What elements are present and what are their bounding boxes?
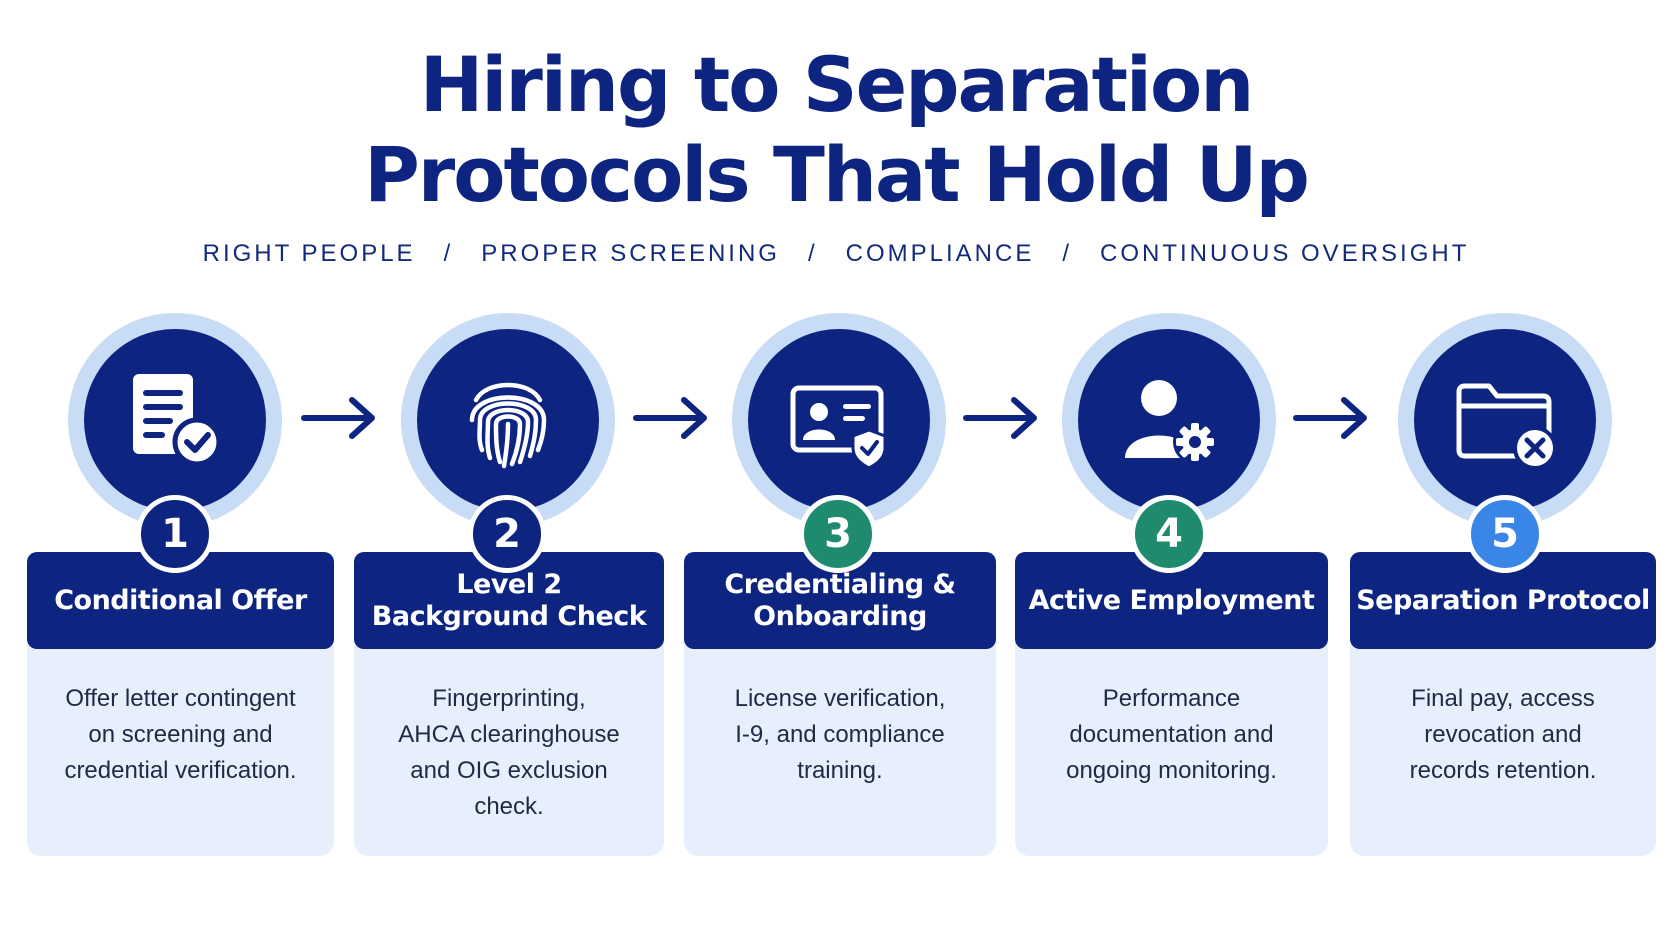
folder-x-icon [1456, 383, 1555, 470]
id-card-shield-icon [790, 385, 887, 470]
description-line: ongoing monitoring. [1066, 757, 1277, 784]
step-3-title-line-1: Credentialing & [724, 568, 956, 600]
description-line: and OIG exclusion [410, 757, 608, 784]
title-line-1: Hiring to Separation [419, 40, 1255, 129]
arrow-right-icon [301, 397, 375, 439]
step-1-number-badge: 1 [136, 495, 214, 573]
tag-compliance: COMPLIANCE [845, 240, 1035, 267]
description-line: check. [474, 793, 544, 820]
tag-continuous-oversight: CONTINUOUS OVERSIGHT [1100, 240, 1470, 267]
tag-proper-screening: PROPER SCREENING [481, 240, 780, 267]
description-line: revocation and [1424, 721, 1582, 748]
step-4-icon-disc [1078, 329, 1260, 511]
tagline: RIGHT PEOPLE / PROPER SCREENING / COMPLIANCE… [0, 240, 1672, 268]
step-4-number-badge: 4 [1130, 495, 1208, 573]
arrow-right-icon [633, 397, 707, 439]
description-line: License verification, [734, 685, 946, 712]
step-4-title: Active Employment [1015, 552, 1328, 649]
description-line: documentation and [1069, 721, 1274, 748]
step-1-title: Conditional Offer [27, 552, 334, 649]
step-5-title-text: Separation Protocol [1356, 584, 1650, 616]
tag-separator: / [443, 240, 454, 267]
description-line: Final pay, access [1411, 685, 1595, 712]
user-gear-icon [1125, 380, 1217, 464]
step-3-description: License verification, I-9, and complianc… [684, 681, 996, 789]
step-1-description: Offer letter contingent on screening and… [27, 681, 334, 789]
step-2-description: Fingerprinting, AHCA clearinghouse and O… [354, 681, 664, 825]
step-5-description: Final pay, access revocation and records… [1350, 681, 1656, 789]
step-4-description: Performance documentation and ongoing mo… [1015, 681, 1328, 789]
description-line: I-9, and compliance [735, 721, 945, 748]
tag-separator: / [807, 240, 818, 267]
tag-separator: / [1062, 240, 1073, 267]
step-5-icon-disc [1414, 329, 1596, 511]
description-line: AHCA clearinghouse [398, 721, 620, 748]
step-3-title-line-2: Onboarding [753, 600, 927, 632]
arrow-right-icon [1293, 397, 1367, 439]
tag-right-people: RIGHT PEOPLE [202, 240, 416, 267]
step-1-icon-disc [84, 329, 266, 511]
title-line-2: Protocols That Hold Up [364, 130, 1310, 219]
step-3-number-badge: 3 [799, 495, 877, 573]
step-5-number-badge: 5 [1466, 495, 1544, 573]
page-title: Hiring to Separation Protocols That Hold… [0, 40, 1672, 220]
description-line: training. [797, 757, 883, 784]
step-2-title-line-1: Level 2 [456, 568, 562, 600]
fingerprint-icon [469, 382, 547, 469]
step-2-number-badge: 2 [468, 495, 546, 573]
description-line: Performance [1102, 685, 1241, 712]
step-2-title-line-2: Background Check [371, 600, 647, 632]
description-line: Fingerprinting, [432, 685, 586, 712]
arrow-right-icon [963, 397, 1037, 439]
document-check-icon [133, 374, 222, 467]
step-3-icon-disc [748, 329, 930, 511]
step-1-title-text: Conditional Offer [54, 584, 307, 616]
step-4-title-text: Active Employment [1028, 584, 1315, 616]
step-2-icon-disc [417, 329, 599, 511]
description-line: records retention. [1409, 757, 1597, 784]
description-line: on screening and [88, 721, 273, 748]
description-line: Offer letter contingent [65, 685, 296, 712]
description-line: credential verification. [64, 757, 297, 784]
